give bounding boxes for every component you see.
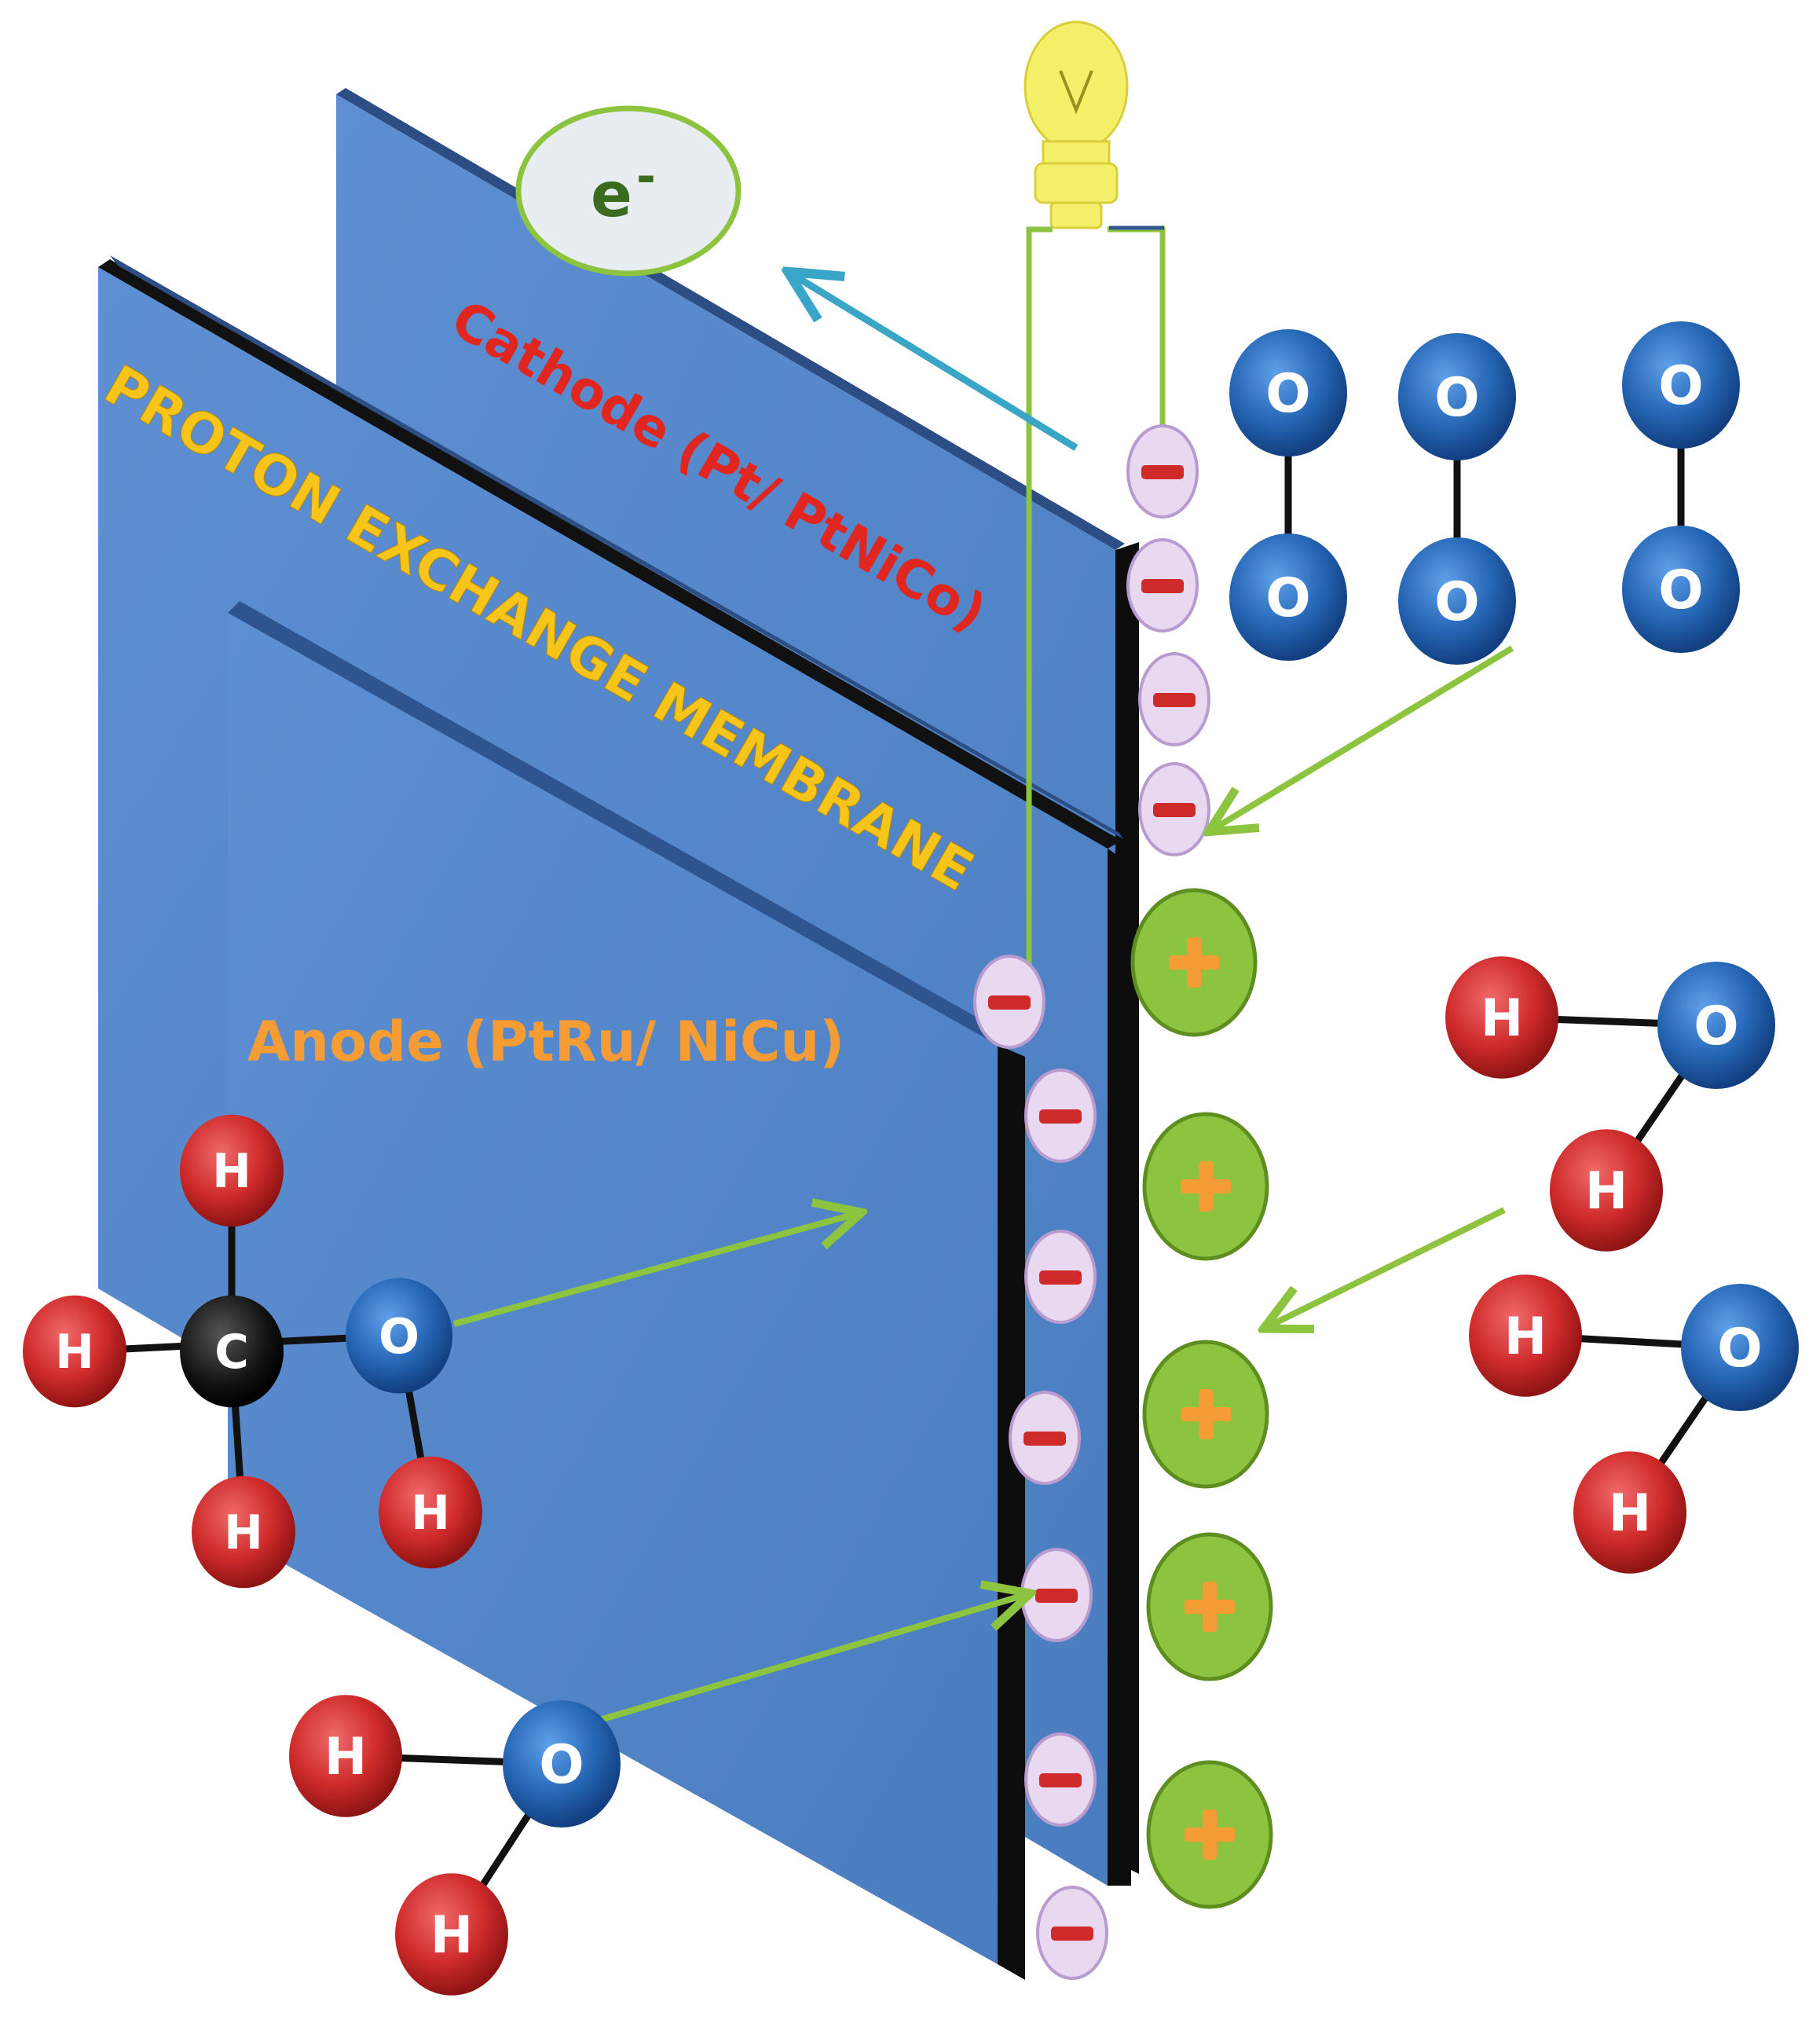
oxygen-symbol: O bbox=[1434, 366, 1479, 428]
electron-marker bbox=[1024, 1069, 1097, 1163]
electron-superscript: - bbox=[636, 149, 656, 204]
oxygen-atom: O bbox=[1398, 537, 1516, 665]
hydrogen-symbol: H bbox=[411, 1487, 450, 1541]
water-to-anode-arrow bbox=[595, 1595, 1025, 1724]
anode-plate bbox=[228, 601, 1025, 1980]
carbon-atom: C bbox=[180, 1295, 284, 1408]
oxygen-atom: O bbox=[1229, 329, 1347, 456]
oxygen-atom: O bbox=[1657, 962, 1775, 1089]
hydrogen-symbol: H bbox=[1504, 1307, 1547, 1366]
proton-marker bbox=[1130, 888, 1258, 1037]
electron-marker bbox=[1138, 762, 1210, 856]
hydrogen-atom: H bbox=[379, 1456, 482, 1569]
oxygen-symbol: O bbox=[1717, 1317, 1762, 1379]
hydrogen-atom: H bbox=[1469, 1274, 1582, 1397]
hydrogen-atom: H bbox=[180, 1114, 284, 1227]
hydrogen-atom: H bbox=[395, 1873, 508, 1996]
light-bulb-icon bbox=[1024, 20, 1129, 229]
electron-marker bbox=[1009, 1391, 1081, 1485]
proton-markers bbox=[1130, 888, 1273, 1909]
electron-marker bbox=[1020, 1548, 1093, 1642]
hydrogen-symbol: H bbox=[1585, 1162, 1628, 1221]
hydrogen-atom: H bbox=[192, 1476, 295, 1589]
oxygen-symbol: O bbox=[539, 1733, 584, 1795]
oxygen-atom: O bbox=[503, 1700, 621, 1828]
hydrogen-symbol: H bbox=[1481, 989, 1523, 1048]
oxygen-atom: O bbox=[1398, 333, 1516, 460]
oxygen-symbol: O bbox=[379, 1309, 419, 1365]
hydrogen-atom: H bbox=[1573, 1451, 1686, 1574]
hydrogen-atom: H bbox=[23, 1295, 126, 1408]
hydrogen-symbol: H bbox=[224, 1506, 263, 1560]
oxygen-symbol: O bbox=[1434, 570, 1479, 632]
hydrogen-symbol: H bbox=[1609, 1484, 1651, 1543]
electron-symbol: e bbox=[591, 160, 632, 231]
hydrogen-atom: H bbox=[1550, 1129, 1663, 1252]
oxygen-symbol: O bbox=[1265, 362, 1310, 424]
oxygen-atom: O bbox=[1229, 533, 1347, 661]
oxygen-symbol: O bbox=[1658, 559, 1703, 621]
hydrogen-symbol: H bbox=[430, 1906, 473, 1965]
oxygen-symbol: O bbox=[1694, 995, 1738, 1057]
proton-marker bbox=[1142, 1340, 1269, 1489]
oxygen-to-cathode-arrow bbox=[1214, 645, 1514, 829]
electron-flow-arrow bbox=[793, 275, 1078, 451]
electron-marker bbox=[1024, 1230, 1097, 1324]
electron-markers bbox=[973, 424, 1210, 1980]
hydrogen-symbol: H bbox=[55, 1325, 94, 1380]
carbon-symbol: C bbox=[214, 1325, 249, 1380]
proton-marker bbox=[1146, 1760, 1273, 1909]
oxygen-atom: O bbox=[1622, 526, 1740, 653]
oxygen-symbol: O bbox=[1265, 566, 1310, 629]
electron-marker bbox=[1126, 424, 1199, 519]
oxygen-symbol: O bbox=[1658, 354, 1703, 416]
reaction-arrows bbox=[452, 645, 1514, 1724]
oxygen-atom: O bbox=[1622, 321, 1740, 449]
electron-marker bbox=[1138, 652, 1210, 746]
atoms: O O O O O O H O H H O H H H C O H H H O H bbox=[23, 321, 1799, 1996]
hydrogen-atom: H bbox=[289, 1695, 402, 1817]
electron-marker bbox=[1126, 538, 1199, 632]
electron-marker bbox=[1024, 1732, 1097, 1827]
oxygen-atom: O bbox=[346, 1278, 452, 1394]
electron-marker bbox=[1036, 1886, 1108, 1980]
electron-bubble: e - bbox=[515, 105, 742, 277]
anode-label: Anode (PtRu/ NiCu) bbox=[247, 1010, 844, 1074]
proton-marker bbox=[1142, 1112, 1269, 1261]
hydrogen-symbol: H bbox=[212, 1145, 251, 1199]
oxygen-atom: O bbox=[1681, 1284, 1799, 1411]
proton-marker bbox=[1146, 1532, 1273, 1681]
methanol-to-anode-arrow bbox=[452, 1214, 856, 1327]
hydrogen-symbol: H bbox=[324, 1728, 367, 1787]
water-to-proton-arrow bbox=[1269, 1207, 1506, 1326]
electron-marker bbox=[973, 955, 1045, 1049]
hydrogen-atom: H bbox=[1445, 956, 1558, 1079]
